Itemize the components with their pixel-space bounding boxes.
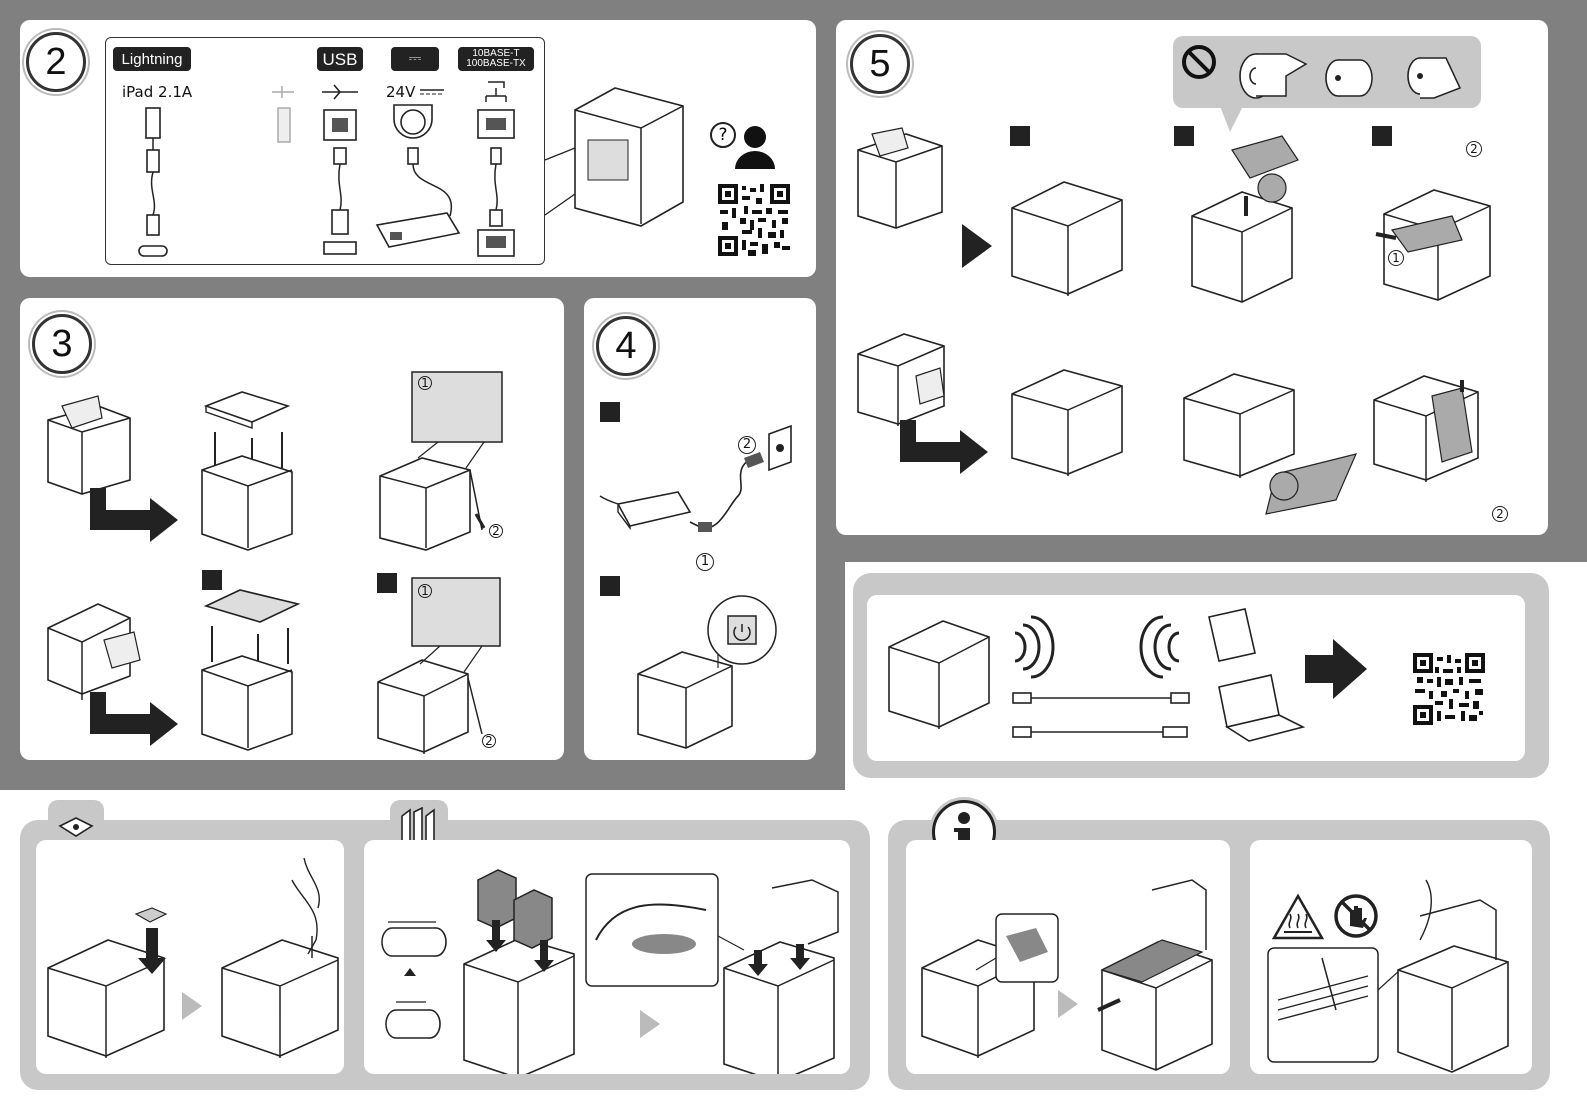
person-icon: [735, 126, 775, 169]
panel-power: 4 2 1: [584, 298, 816, 760]
panel-cleaning: [1250, 840, 1532, 1074]
step-2-badge: 2: [26, 32, 86, 92]
step-3-number: 3: [51, 322, 73, 365]
prohibited-icon: [1182, 45, 1216, 79]
lightning-label: Lightning: [113, 47, 191, 71]
step-2-number: 2: [45, 40, 67, 83]
callout-2: 2: [482, 734, 496, 748]
cover-illustrations: [47, 371, 503, 754]
cleaning-illustrations: [1267, 879, 1509, 1073]
panel-connections: 2 Lightning iPad 2.1A USB ⎓ 24V 10BASE-T…: [20, 20, 816, 277]
sub-step-marker: [600, 576, 620, 596]
sub-step-marker: [1010, 126, 1030, 146]
cap-icon: [58, 817, 94, 837]
sub-step-marker: [377, 573, 397, 593]
callout-2: 2: [1492, 506, 1508, 522]
hot-surface-icon: [1271, 893, 1325, 940]
panel-cover: 3: [20, 298, 564, 760]
callout-1: 1: [418, 376, 432, 390]
panel-connectivity: [867, 595, 1525, 761]
qr-code-setup[interactable]: [1413, 653, 1485, 725]
connector-box: [105, 37, 545, 265]
callout-1: 1: [696, 553, 714, 571]
no-touch-icon: [1334, 894, 1378, 938]
panel-cap: [36, 840, 344, 1074]
callout-2: 2: [489, 524, 503, 538]
usb-label: USB: [317, 47, 363, 71]
paper-illustrations: [857, 53, 1491, 515]
step-5-number: 5: [869, 42, 891, 85]
callout-1: 1: [1388, 250, 1404, 266]
voltage-label: 24V: [386, 83, 416, 101]
question-icon[interactable]: ?: [710, 122, 736, 148]
ipad-label: iPad 2.1A: [122, 83, 193, 101]
callout-2: 2: [738, 436, 756, 454]
step-4-badge: 4: [596, 316, 656, 376]
sub-step-marker: [600, 402, 620, 422]
step-5-badge: 5: [850, 34, 910, 94]
panel-paper: 5: [836, 20, 1548, 535]
sub-step-marker: [1372, 126, 1392, 146]
sub-step-marker: [1174, 126, 1194, 146]
step-4-number: 4: [615, 324, 637, 367]
dc-power-label: ⎓: [391, 47, 439, 71]
power-illustrations: [599, 424, 792, 749]
step-3-badge: 3: [32, 314, 92, 374]
callout-2: 2: [1466, 141, 1482, 157]
qr-code-manual[interactable]: [718, 184, 790, 256]
panel-jam: [906, 840, 1230, 1074]
connector-drawings: [138, 81, 684, 257]
callout-1: 1: [418, 584, 432, 598]
paper-guide-illustrations: [381, 869, 839, 1074]
jam-illustrations: [921, 879, 1213, 1071]
cap-illustrations: [47, 857, 339, 1058]
sub-step-marker: [202, 570, 222, 590]
connectivity-illustrations: [888, 608, 1367, 742]
panel-paper-guide: [364, 840, 850, 1074]
